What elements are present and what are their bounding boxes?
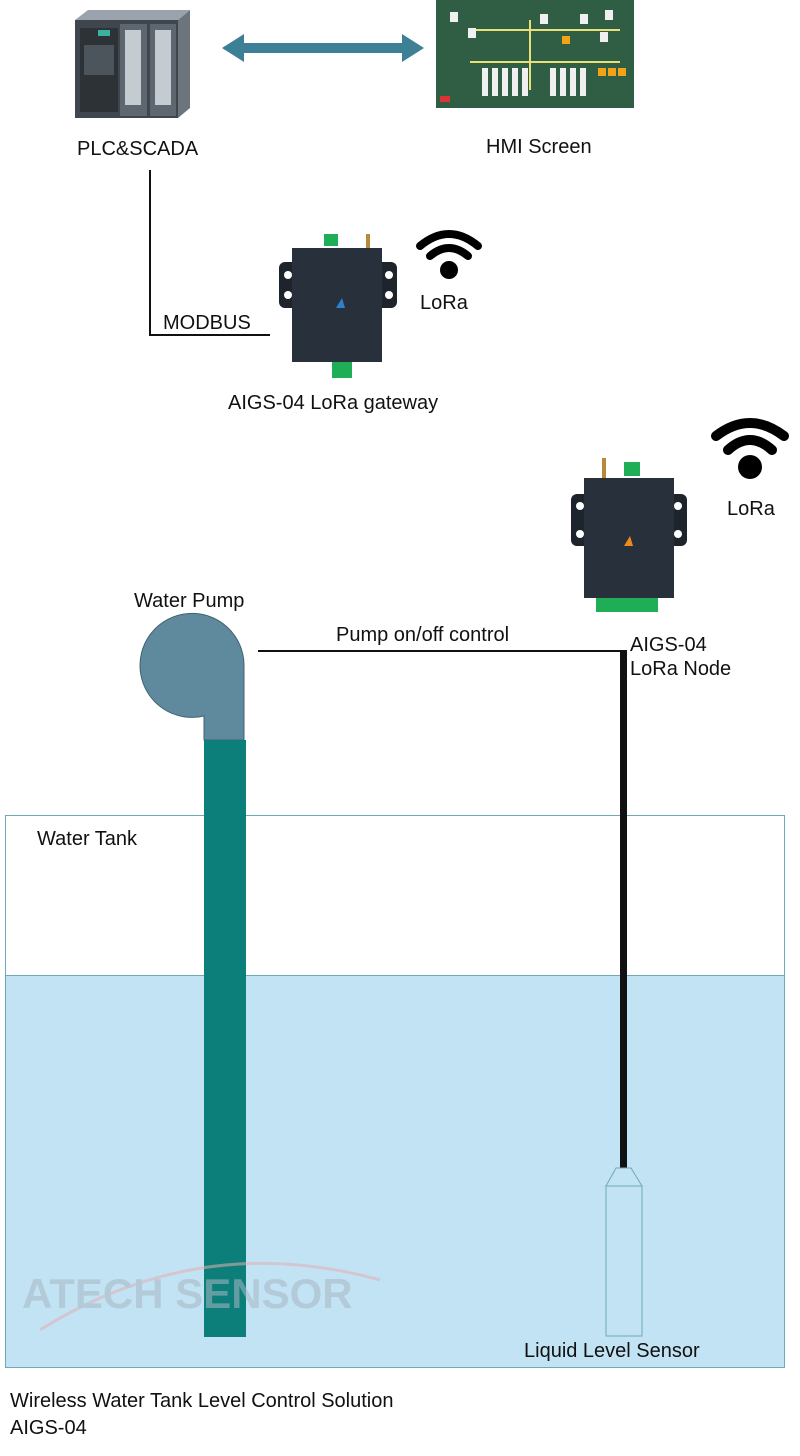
wifi-icon	[711, 418, 789, 479]
caption: Wireless Water Tank Level Control Soluti…	[10, 1388, 394, 1442]
node-label-line1: AIGS-04	[630, 634, 707, 656]
gateway-lora-label: LoRa	[420, 292, 468, 314]
modbus-line	[149, 170, 270, 336]
water-level	[5, 975, 785, 1368]
watermark-text: ATECH SENSOR	[22, 1270, 353, 1317]
sensor-label: Liquid Level Sensor	[524, 1340, 700, 1362]
modbus-label: MODBUS	[163, 312, 251, 334]
caption-line1: Wireless Water Tank Level Control Soluti…	[10, 1390, 394, 1412]
wifi-icon	[416, 230, 482, 279]
hmi-label: HMI Screen	[486, 136, 592, 158]
water-tank-label: Water Tank	[37, 828, 138, 850]
plc-device	[75, 10, 190, 118]
pump-control-label: Pump on/off control	[336, 624, 510, 646]
hmi-screen	[436, 0, 634, 108]
caption-line2: AIGS-04	[10, 1417, 87, 1439]
water-pump	[139, 612, 245, 741]
lora-node-device	[571, 458, 687, 612]
watermark: ATECH SENSOR	[22, 1261, 381, 1332]
node-label-line2: LoRa Node	[630, 658, 732, 680]
level-sensor-probe	[605, 1167, 643, 1337]
pump-pipe	[204, 740, 246, 1337]
plc-label: PLC&SCADA	[77, 138, 199, 160]
water-pump-label: Water Pump	[134, 590, 245, 612]
lora-gateway-device	[279, 234, 397, 378]
node-lora-label: LoRa	[727, 498, 775, 520]
sensor-cable	[620, 650, 627, 1170]
plc-hmi-link-arrow	[222, 34, 424, 62]
gateway-label: AIGS-04 LoRa gateway	[228, 392, 439, 414]
